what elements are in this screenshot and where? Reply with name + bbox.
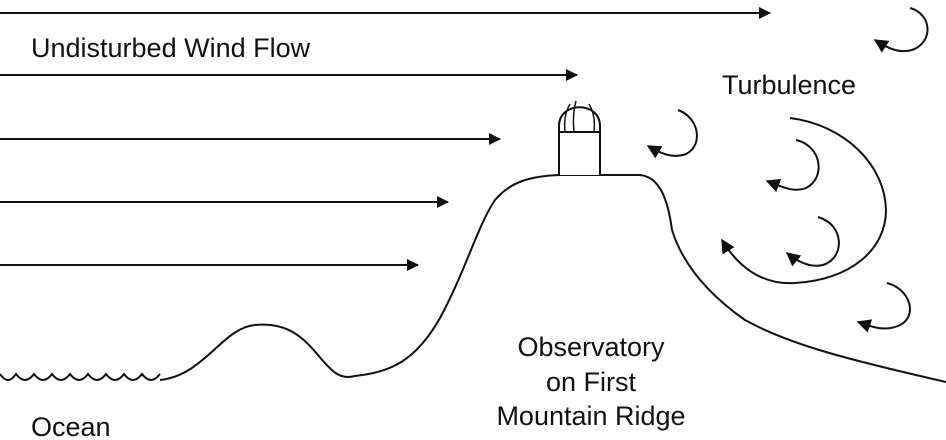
- eddy-6-icon: [856, 282, 911, 333]
- wind-flow-label: Undisturbed Wind Flow: [31, 33, 311, 63]
- eddy-4-icon: [785, 216, 840, 267]
- terrain-profile: [159, 174, 946, 383]
- turbulence-eddies: [646, 7, 929, 333]
- observatory-dome: [558, 106, 601, 175]
- wind-arrows: [0, 7, 771, 271]
- observatory-label-line3: Mountain Ridge: [496, 401, 685, 431]
- ocean-waves-icon: [0, 372, 161, 381]
- observatory-label-line2: on First: [546, 367, 637, 397]
- ocean-label: Ocean: [31, 412, 111, 440]
- eddy-2-icon: [646, 109, 698, 159]
- observatory-label-line1: Observatory: [517, 332, 665, 362]
- eddy-5-icon: [721, 117, 888, 285]
- turbulence-label: Turbulence: [722, 70, 856, 100]
- eddy-1-icon: [873, 7, 929, 53]
- observatory-icon: [558, 100, 601, 175]
- eddy-3-icon: [765, 139, 820, 193]
